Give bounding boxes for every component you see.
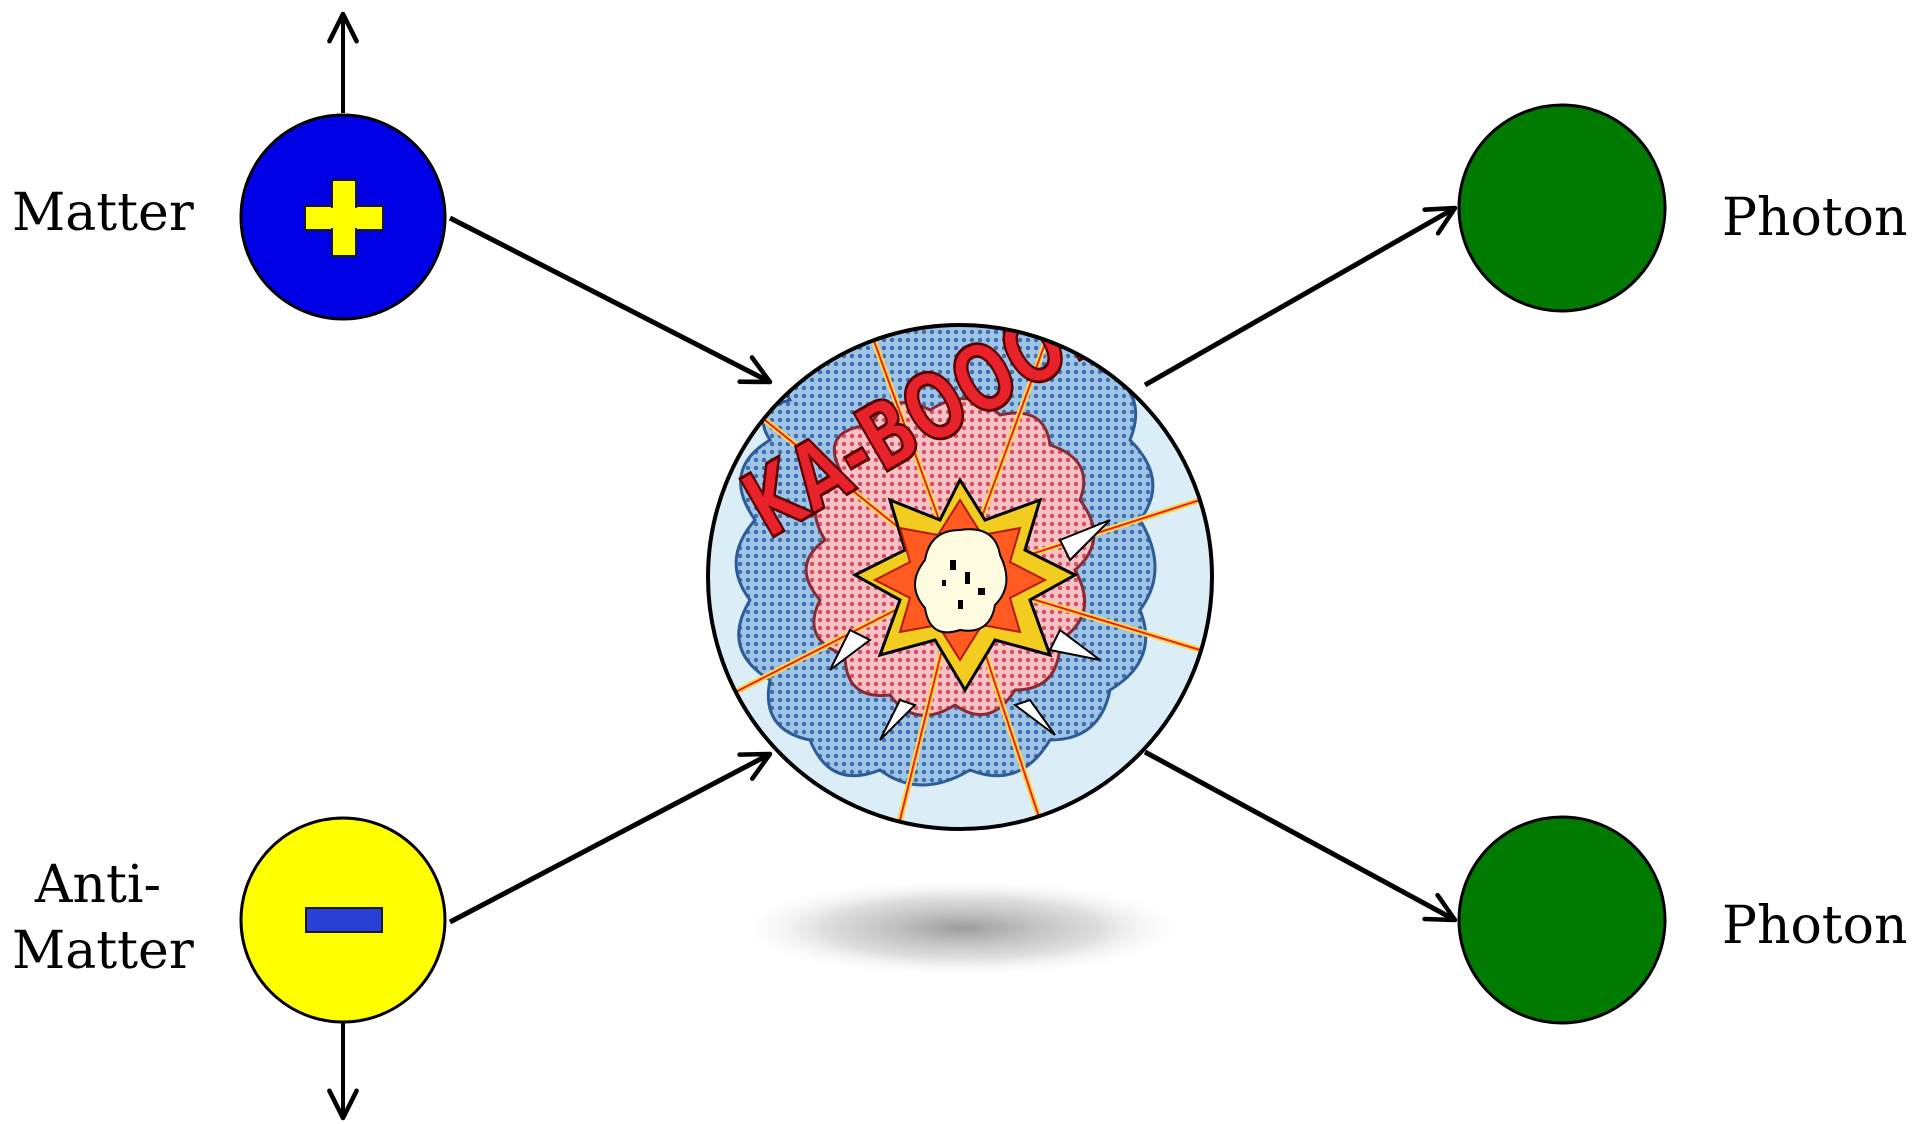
- photon-bottom-arrow: [1143, 749, 1458, 923]
- antimatter-label-line2: Matter: [12, 921, 194, 981]
- antimatter-arrow: [448, 751, 773, 925]
- matter-arrow: [448, 215, 773, 385]
- photon-label-top: Photon: [1722, 188, 1908, 248]
- photon-top: [1457, 103, 1667, 313]
- antimatter-label-line1: Anti-: [34, 855, 162, 915]
- explosion-icon: KA-BOOOM: [706, 323, 1214, 831]
- antimatter-label: Anti- Matter: [12, 852, 194, 984]
- matter-particle: [239, 113, 447, 321]
- antimatter-particle: [239, 816, 447, 1024]
- plus-sign-icon: [304, 179, 384, 257]
- minus-sign-icon: [305, 907, 383, 933]
- photon-bottom: [1457, 815, 1667, 1025]
- photon-label-bottom: Photon: [1722, 896, 1908, 956]
- explosion-shadow: [732, 878, 1192, 978]
- matter-label: Matter: [12, 183, 194, 243]
- photon-top-arrow: [1143, 205, 1458, 388]
